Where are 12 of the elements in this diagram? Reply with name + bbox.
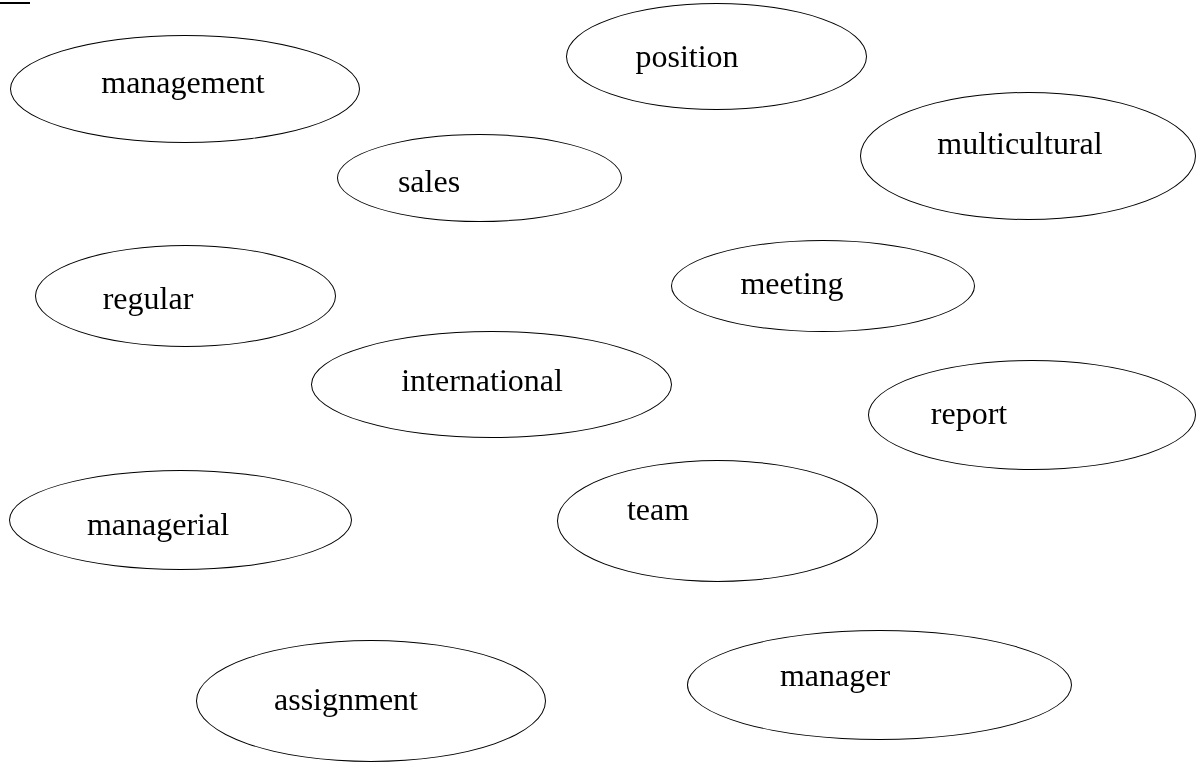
word-label: manager bbox=[779, 656, 891, 694]
word-label: regular bbox=[102, 279, 194, 317]
word-label: position bbox=[635, 37, 739, 75]
word-label: meeting bbox=[740, 264, 844, 302]
word-label: management bbox=[101, 63, 265, 101]
word-label: multicultural bbox=[937, 124, 1103, 162]
word-label: international bbox=[401, 361, 563, 399]
word-label: assignment bbox=[274, 680, 418, 718]
word-label: team bbox=[626, 490, 690, 528]
word-label: sales bbox=[397, 162, 461, 200]
word-label: managerial bbox=[86, 505, 230, 543]
word-label: report bbox=[930, 394, 1008, 432]
